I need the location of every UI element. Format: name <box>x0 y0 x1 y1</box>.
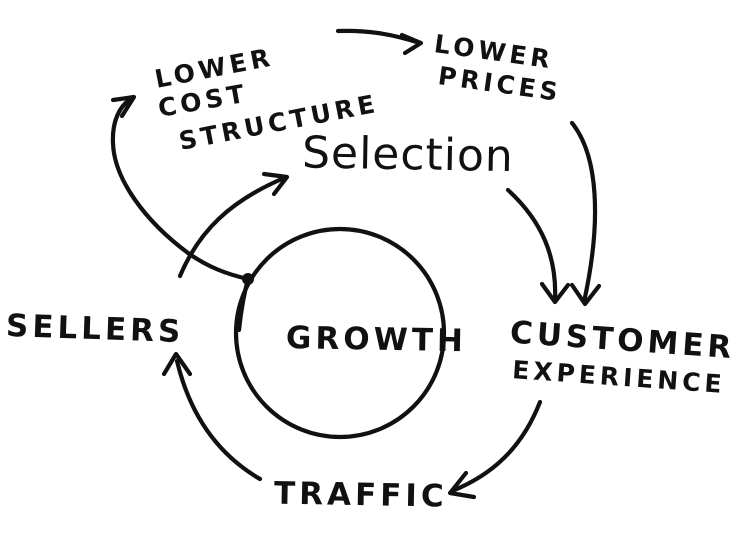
traffic-label: TRAFFIC <box>274 476 448 515</box>
growth-label: GROWTH <box>286 320 468 359</box>
arrowhead-sellers <box>161 351 193 377</box>
junction-tick <box>236 276 251 333</box>
sellers-label: SELLERS <box>5 308 185 350</box>
arrowhead-selection <box>261 171 290 197</box>
arrow-sellers-to-lower-cost <box>110 95 191 256</box>
arrow-traffic-to-sellers <box>174 358 263 482</box>
arrow-selection-to-customer <box>505 187 558 303</box>
arrowhead-lower-prices <box>399 32 424 56</box>
selection-label: Selection <box>302 127 515 182</box>
arrowhead-traffic <box>447 470 477 500</box>
connector-to-sellers <box>185 250 251 282</box>
arrowhead-lower-cost <box>110 94 137 119</box>
arrow-sellers-to-selection <box>177 175 287 279</box>
arrow-customer-to-traffic <box>449 399 543 494</box>
arrowhead-customer-right <box>569 282 602 307</box>
arrowhead-customer-left <box>539 281 571 305</box>
growth-circle <box>233 226 447 440</box>
arrow-lower-prices-to-customer <box>569 120 598 305</box>
